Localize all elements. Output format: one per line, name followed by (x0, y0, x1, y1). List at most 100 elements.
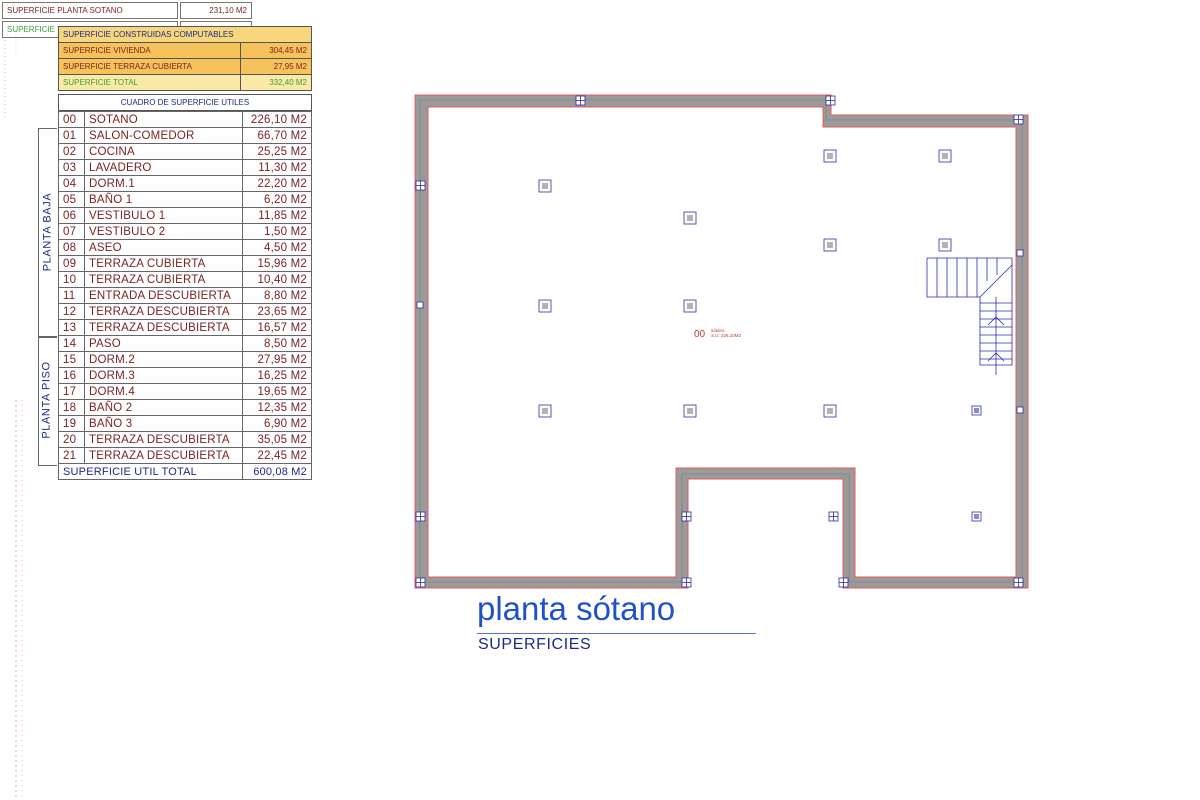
summary-value: 231,10 M2 (180, 2, 252, 19)
computable-value: 27,95 M2 (240, 58, 312, 75)
room-name-cell: BAÑO 2 (84, 399, 243, 416)
summary-row-sotano: SUPERFICIE PLANTA SOTANO 231,10 M2 (2, 2, 252, 19)
room-name-cell: SOTANO (84, 111, 243, 128)
room-area-cell: 27,95 M2 (242, 351, 312, 368)
wall-marker-icon (575, 95, 586, 106)
room-area-cell: 11,85 M2 (242, 207, 312, 224)
room-code-cell: 04 (58, 175, 85, 192)
pillar-icon (823, 149, 837, 163)
room-name-cell: TERRAZA CUBIERTA (84, 255, 243, 272)
room-area-cell: 6,90 M2 (242, 415, 312, 432)
room-code-cell: 17 (58, 383, 85, 400)
room-name-cell: VESTIBULO 2 (84, 223, 243, 240)
room-code-cell: 02 (58, 143, 85, 160)
total-label: SUPERFICIE UTIL TOTAL (58, 463, 243, 480)
wall-marker-icon (1016, 249, 1024, 257)
room-area-cell: 19,65 M2 (242, 383, 312, 400)
room-code-cell: 12 (58, 303, 85, 320)
room-area-cell: 25,25 M2 (242, 143, 312, 160)
room-name-cell: ENTRADA DESCUBIERTA (84, 287, 243, 304)
room-area-cell: 8,50 M2 (242, 335, 312, 352)
pillar-icon (938, 149, 952, 163)
title-underline (477, 633, 756, 634)
margin-annotation-strip (4, 30, 23, 800)
staircase-outline (926, 257, 1013, 366)
wall-marker-icon (681, 511, 692, 522)
pillar-icon (683, 404, 697, 418)
wall-marker-icon (1013, 114, 1024, 125)
room-name-cell: DORM.2 (84, 351, 243, 368)
room-name-cell: TERRAZA DESCUBIERTA (84, 447, 243, 464)
pillar-icon (538, 299, 552, 313)
summary-label: SUPERFICIE PLANTA SOTANO (2, 2, 178, 19)
pillar-icon (683, 299, 697, 313)
room-name-cell: DORM.3 (84, 367, 243, 384)
staircase-upper-treads (936, 258, 998, 297)
pillar-icon (538, 404, 552, 418)
room-area-cell: 6,20 M2 (242, 191, 312, 208)
wall-markers (415, 95, 1024, 588)
room-name: sótano (711, 328, 725, 333)
room-name-cell: SALON-COMEDOR (84, 127, 243, 144)
room-code-cell: 08 (58, 239, 85, 256)
staircase (926, 257, 1013, 375)
computable-label: SUPERFICIE VIVIENDA (58, 42, 241, 59)
room-area-cell: 1,50 M2 (242, 223, 312, 240)
room-area-cell: 12,35 M2 (242, 399, 312, 416)
group-bracket-piso (38, 336, 57, 466)
room-area-cell: 4,50 M2 (242, 239, 312, 256)
total-value: 600,08 M2 (242, 463, 312, 480)
wall-marker-icon (681, 577, 692, 588)
room-area-cell: 8,80 M2 (242, 287, 312, 304)
room-code-cell: 14 (58, 335, 85, 352)
room-area-cell: 66,70 M2 (242, 127, 312, 144)
room-area-cell: 11,30 M2 (242, 159, 312, 176)
computable-header: SUPERFICIE CONSTRUIDAS COMPUTABLES (58, 26, 312, 43)
utiles-header: CUADRO DE SUPERFICIE UTILES (58, 94, 312, 111)
computable-value: 304,45 M2 (240, 42, 312, 59)
wall-marker-icon (415, 511, 426, 522)
room-code-cell: 20 (58, 431, 85, 448)
group-label-piso: PLANTA PISO (38, 336, 56, 464)
room-area-cell: 10,40 M2 (242, 271, 312, 288)
wall-marker-icon (415, 180, 426, 191)
wall-marker-icon (838, 577, 849, 588)
staircase-winder (979, 264, 1013, 298)
pillar-icon (971, 405, 982, 416)
floor-plan: 00 sótano S.U: 226,10M2 (414, 94, 1029, 589)
room-name-cell: LAVADERO (84, 159, 243, 176)
wall-marker-icon (1013, 577, 1024, 588)
room-code-cell: 21 (58, 447, 85, 464)
pillar-icon (971, 511, 982, 522)
staircase-arrow (987, 316, 1005, 326)
room-code-cell: 11 (58, 287, 85, 304)
plan-title: planta sótano (477, 590, 676, 627)
pillar-icon (683, 211, 697, 225)
room-code: 00 (694, 329, 706, 340)
room-code-cell: 06 (58, 207, 85, 224)
room-name-cell: TERRAZA DESCUBIERTA (84, 319, 243, 336)
computable-row: SUPERFICIE TOTAL 332,40 M2 (58, 74, 312, 91)
room-area-cell: 22,20 M2 (242, 175, 312, 192)
room-code-cell: 13 (58, 319, 85, 336)
